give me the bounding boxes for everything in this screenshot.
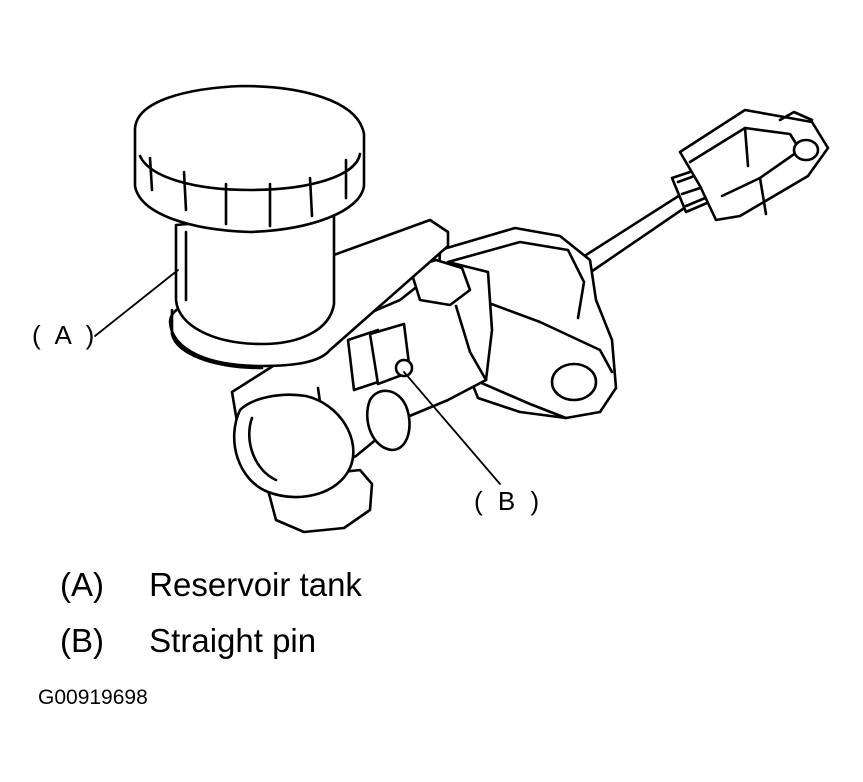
clutch-master-cylinder-illustration [94,84,830,534]
clevis [678,108,830,222]
legend-item-reservoir-tank: (A) Reservoir tank [60,566,362,604]
legend-label: Straight pin [149,622,317,659]
figure-id: G00919698 [38,686,148,709]
straight-pin [394,358,414,378]
legend-key: (B) [60,622,104,659]
leader-line-a [94,269,179,337]
callout-label-a: ( A ) [32,320,99,350]
push-rod [573,166,716,278]
outlet-port [232,389,411,534]
legend-item-straight-pin: (B) Straight pin [60,622,316,660]
leader-line-b [403,371,501,485]
mounting-hole [550,362,598,402]
legend-key: (A) [60,566,104,603]
reservoir-tank [133,84,450,370]
legend-label: Reservoir tank [149,566,362,603]
callout-label-b: ( B ) [474,486,544,516]
